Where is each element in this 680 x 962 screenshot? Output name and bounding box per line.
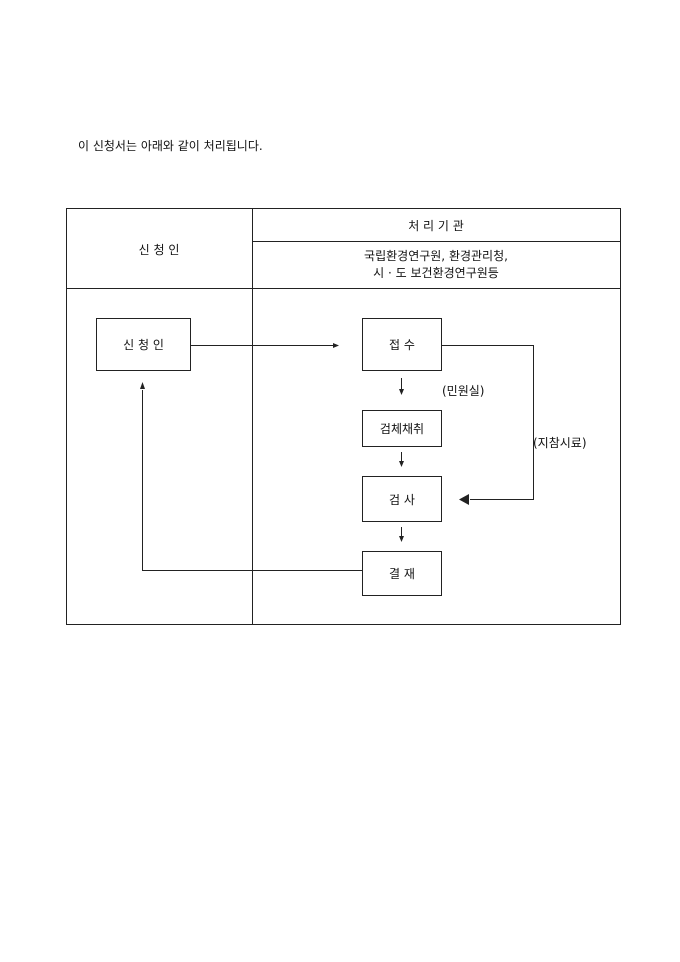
applicant-header: 신 청 인 [138, 243, 180, 257]
reception-box: 접 수 [362, 318, 442, 371]
table-border [66, 208, 621, 625]
arrow-down-1 [399, 389, 404, 395]
inspection-box: 검 사 [362, 476, 442, 522]
arrow-down-3 [399, 536, 404, 542]
arrowhead-inspection [459, 494, 469, 505]
agency-header: 처 리 기 관 [408, 219, 464, 233]
sampling-box: 검체채취 [362, 410, 442, 447]
arrowhead-applicant [140, 382, 145, 389]
arrowhead-reception [333, 343, 339, 348]
bring-sample-line [441, 345, 534, 500]
intro-text: 이 신청서는 아래와 같이 처리됩니다. [78, 139, 263, 153]
return-line [142, 390, 362, 571]
bring-sample-label: (지참시료) [533, 436, 587, 450]
applicant-box: 신 청 인 [96, 318, 191, 371]
approval-box: 결 재 [362, 551, 442, 596]
agency-line-2: 시 · 도 보건환경연구원등 [373, 266, 499, 280]
civil-office-label: (민원실) [442, 384, 485, 398]
arrow-down-2 [399, 461, 404, 467]
agency-line-1: 국립환경연구원, 환경관리청, [364, 249, 508, 263]
